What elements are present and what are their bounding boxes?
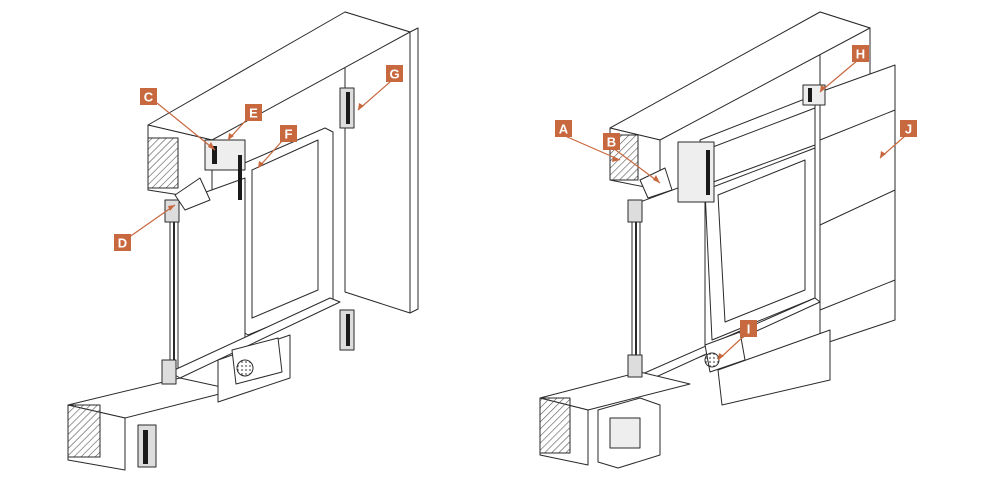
arrowhead-c [208, 142, 215, 150]
leader-h [819, 59, 859, 93]
leader-c [156, 102, 216, 151]
arrowhead-e [228, 133, 234, 140]
arrowhead-a [612, 156, 620, 162]
right-lower-panel [717, 329, 831, 406]
right-mullion-bottom [627, 354, 643, 378]
right-assembly [539, 11, 896, 469]
leader-a [564, 135, 621, 161]
label-e: E [245, 104, 262, 121]
label-b: B [603, 133, 620, 150]
svg-text:D: D [118, 236, 127, 251]
left-top-beam-section [147, 137, 179, 189]
leader-g [357, 81, 391, 111]
svg-text:F: F [285, 127, 293, 142]
svg-text:C: C [144, 90, 154, 105]
right-mullion-top [627, 199, 643, 223]
right-bottom-slab-section [539, 397, 571, 454]
svg-text:I: I [747, 322, 751, 337]
left-vent-grate [236, 359, 254, 377]
label-j: J [900, 120, 917, 137]
svg-text:J: J [905, 122, 912, 137]
svg-text:E: E [249, 106, 258, 121]
right-window-inner [717, 159, 806, 323]
svg-text:G: G [389, 67, 399, 82]
left-insulation [174, 177, 211, 211]
right-insulation [639, 167, 673, 199]
left-sill [169, 297, 341, 379]
right-vent-grate [704, 352, 720, 368]
leader-b [612, 147, 661, 184]
arrowhead-i [718, 353, 724, 360]
label-c: C [140, 88, 157, 105]
right-panel-grid [819, 64, 896, 346]
svg-text:B: B [607, 135, 616, 150]
left-bottom-slab-section [67, 404, 101, 458]
label-i: I [740, 320, 757, 337]
arrowhead-b [653, 175, 660, 183]
arrowhead-h [820, 85, 826, 92]
label-a: A [555, 120, 572, 137]
arrowhead-j [880, 151, 886, 158]
left-mullion-bottom [161, 359, 177, 385]
label-g: G [386, 65, 403, 82]
left-window-inner [251, 139, 319, 319]
arrowhead-d [168, 205, 175, 211]
left-wall-side [409, 27, 419, 314]
svg-text:A: A [559, 122, 569, 137]
left-mullion-top [164, 199, 180, 223]
arrowhead-f [258, 161, 264, 168]
label-f: F [280, 125, 297, 142]
callouts: C E F G D A B H [114, 45, 917, 361]
svg-text:H: H [856, 47, 865, 62]
label-d: D [114, 234, 131, 251]
label-h: H [852, 45, 869, 62]
arrowhead-g [358, 103, 364, 110]
leader-d [124, 204, 176, 241]
left-assembly [67, 11, 419, 471]
